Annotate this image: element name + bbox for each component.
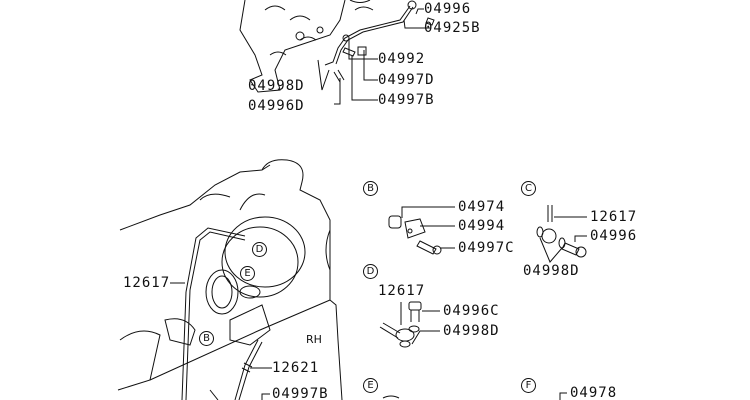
- part-label: 04998D: [443, 323, 500, 339]
- part-label: 04998D: [523, 263, 580, 279]
- part-label: 04997B: [272, 386, 329, 400]
- side-marker: RH: [306, 333, 322, 346]
- part-label: 12617: [378, 283, 426, 299]
- part-label: 04996: [424, 1, 472, 17]
- callout-marker: B: [199, 331, 214, 346]
- turbocharger-drawing: [117, 159, 343, 400]
- part-label: 04996C: [443, 303, 500, 319]
- detail-marker: D: [363, 264, 378, 279]
- part-label: 12621: [272, 360, 320, 376]
- detail-marker: E: [363, 378, 378, 393]
- part-label: 04994: [458, 218, 506, 234]
- detail-marker: B: [363, 181, 378, 196]
- part-label: 04997B: [378, 92, 435, 108]
- part-label: 12617: [123, 275, 171, 291]
- oil-pipe-top: [317, 0, 435, 105]
- detail-marker: F: [521, 378, 536, 393]
- part-label: 04996: [590, 228, 638, 244]
- part-label: 04992: [378, 51, 426, 67]
- callout-marker: D: [252, 242, 267, 257]
- detail-c-drawing: [536, 205, 587, 263]
- detail-d-drawing: [379, 301, 440, 348]
- part-label: 04925B: [424, 20, 481, 36]
- exhaust-manifold-drawing: [239, 0, 374, 93]
- part-label: 04978: [570, 385, 618, 400]
- detail-f-drawing: [559, 392, 567, 400]
- callout-marker: E: [240, 266, 255, 281]
- part-label: 04974: [458, 199, 506, 215]
- part-label: 04998D: [248, 78, 305, 94]
- detail-marker: C: [521, 181, 536, 196]
- detail-e-drawing: [382, 395, 400, 399]
- part-label: 04997D: [378, 72, 435, 88]
- part-label: 04996D: [248, 98, 305, 114]
- part-label: 04997C: [458, 240, 515, 256]
- part-label: 12617: [590, 209, 638, 225]
- detail-b-drawing: [388, 206, 455, 255]
